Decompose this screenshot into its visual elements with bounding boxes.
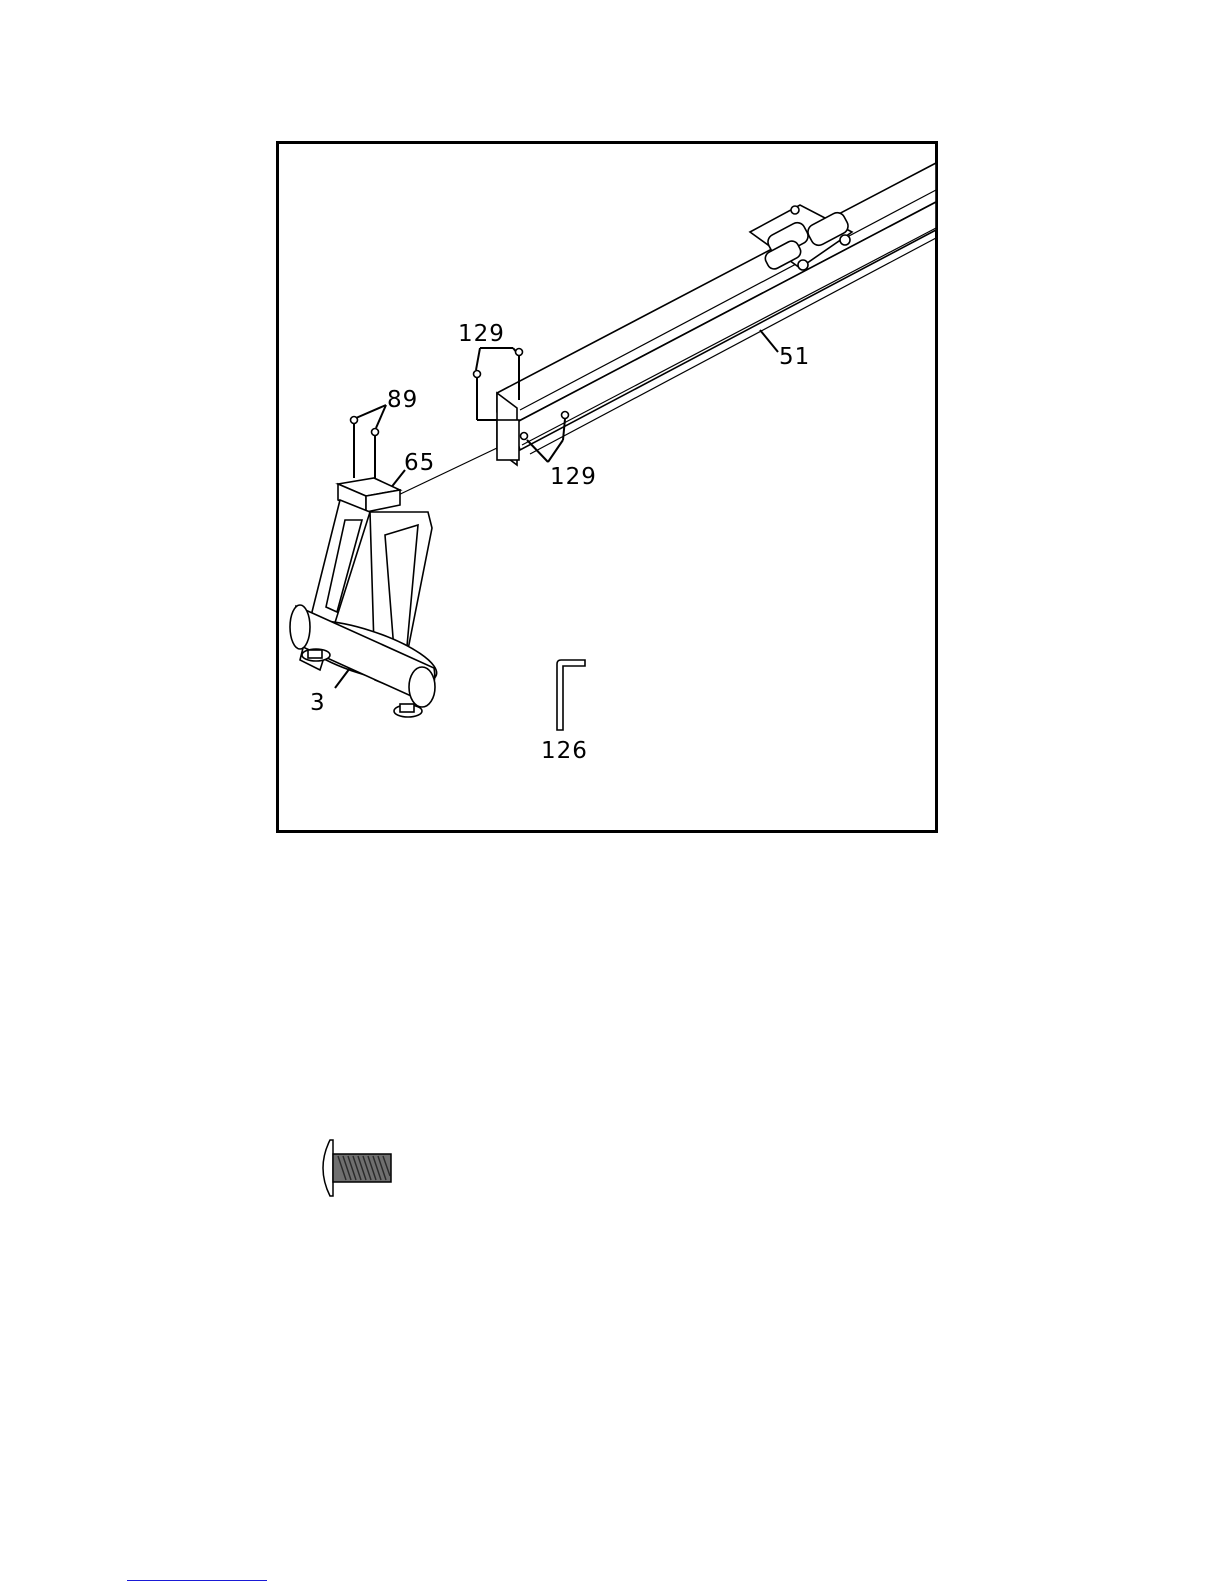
leader-51 <box>760 330 778 352</box>
callout-129-top: 129 <box>458 321 505 347</box>
bolts-89 <box>351 405 387 478</box>
callout-126: 126 <box>541 738 588 764</box>
button-head-bolt-icon <box>323 1140 391 1196</box>
callout-3: 3 <box>310 690 326 716</box>
footer-rule <box>127 1580 267 1581</box>
rail-51 <box>497 163 936 465</box>
callout-89: 89 <box>387 387 418 413</box>
leader-3 <box>335 668 350 688</box>
leg-frame-3 <box>287 478 443 717</box>
allen-wrench-126 <box>557 660 585 730</box>
callout-51: 51 <box>779 344 810 370</box>
callout-129-bottom: 129 <box>550 464 597 490</box>
callout-65: 65 <box>404 450 435 476</box>
